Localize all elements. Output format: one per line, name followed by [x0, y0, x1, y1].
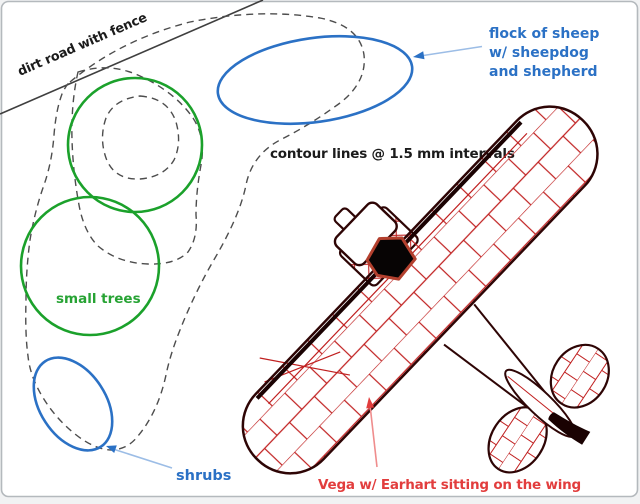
vega-label: Vega w/ Earhart sitting on the wing: [318, 477, 581, 493]
sheep-arrowhead: [413, 51, 425, 60]
contour-middle: [71, 67, 204, 265]
pilot-silhouette: [365, 236, 417, 281]
sheep-label-line2: w/ sheepdog: [489, 45, 589, 61]
trees-circle-lower: [19, 195, 161, 337]
sheep-ellipse: [216, 34, 414, 126]
contour-lines-group: [25, 13, 365, 451]
sheep-arrow-line: [419, 45, 483, 57]
rudder-dark-tip: [548, 412, 591, 445]
dirt-road-line: [0, 0, 264, 115]
shrubs-arrowhead: [106, 445, 117, 453]
shrubs-label: shrubs: [176, 468, 231, 484]
stabilizer-right: [549, 343, 610, 409]
shrubs-ellipse: [32, 356, 114, 452]
vega-arrowhead: [366, 397, 375, 409]
sheep-label-line1: flock of sheep: [489, 26, 599, 42]
airplane: [241, 105, 610, 475]
vega-arrow-line: [369, 404, 378, 468]
contour-caption: contour lines @ 1.5 mm intervals: [270, 146, 515, 162]
contour-outer: [25, 13, 365, 451]
sheep-label: flock of sheep w/ sheepdog and shepherd: [489, 26, 599, 80]
shrubs-arrow-line: [112, 448, 173, 469]
sheep-label-line3: and shepherd: [489, 64, 598, 80]
small-trees-label: small trees: [56, 291, 141, 307]
contour-inner: [101, 95, 180, 180]
